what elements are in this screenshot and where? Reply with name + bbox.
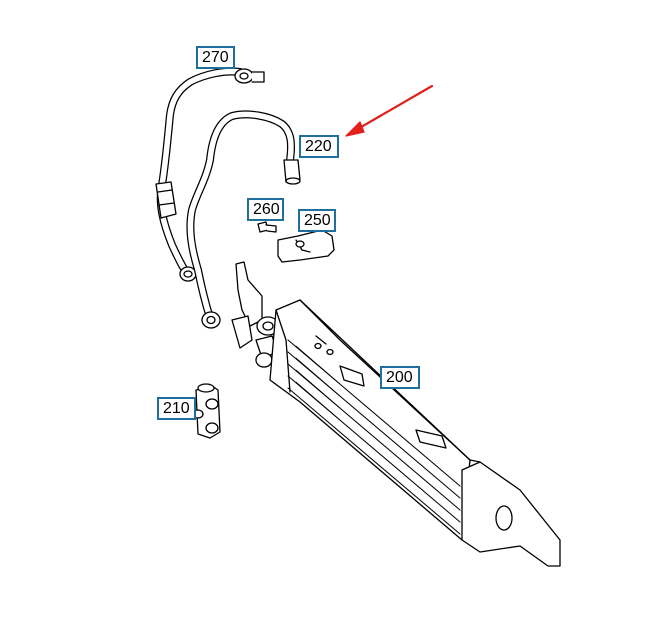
bolt-260[interactable] [257,221,277,233]
callout-210[interactable]: 210 [157,397,196,420]
callout-200[interactable]: 200 [380,366,420,389]
fitting-210[interactable] [192,383,221,439]
bracket-250[interactable] [277,229,335,263]
oil-cooler-200[interactable] [231,261,561,567]
oil-line-220[interactable] [186,110,301,329]
oil-line-270[interactable] [155,67,265,282]
callout-270[interactable]: 270 [196,46,235,69]
callout-220[interactable]: 220 [299,135,339,158]
callout-250[interactable]: 250 [298,209,336,232]
pointer-arrow [345,84,434,137]
callout-260[interactable]: 260 [247,198,284,221]
